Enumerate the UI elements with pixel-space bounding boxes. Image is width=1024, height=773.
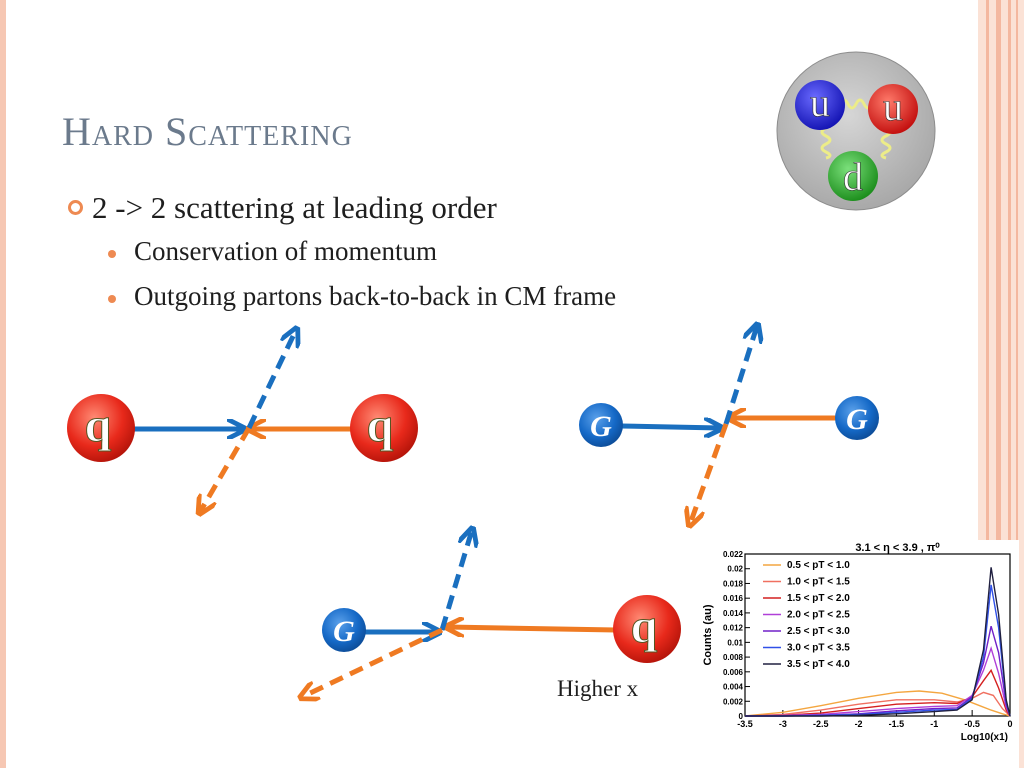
bullet-ring-icon	[68, 200, 83, 215]
legend-entry: 0.5 < pT < 1.0	[787, 560, 850, 571]
incoming-left-arrow	[620, 426, 720, 428]
right-frame-stripe-3	[1008, 0, 1011, 768]
quark-label: u	[810, 80, 830, 125]
legend-entry: 3.5 < pT < 4.0	[787, 659, 850, 670]
x-tick-label: -2	[855, 719, 863, 729]
y-tick-label: 0.002	[723, 697, 744, 706]
y-axis-label: Counts (au)	[702, 604, 714, 665]
parton-label: q	[85, 399, 112, 452]
parton-label: G	[590, 410, 612, 443]
chart-title: 3.1 < η < 3.9 , π⁰	[855, 542, 940, 554]
legend-entry: 1.5 < pT < 2.0	[787, 593, 850, 604]
slide-title: Hard Scattering	[62, 109, 353, 154]
sub-bullet-text: Conservation of momentum	[134, 236, 437, 266]
outgoing-up-arrow	[439, 530, 472, 631]
y-tick-label: 0.016	[723, 594, 744, 603]
gluon-ball	[322, 608, 366, 652]
parton-label: G	[846, 403, 868, 436]
y-tick-label: 0.012	[723, 624, 744, 633]
up-quark-blue	[795, 80, 845, 130]
right-frame-stripe-2	[996, 0, 1001, 768]
incoming-right-arrow	[448, 627, 617, 630]
legend-entry: 2.0 < pT < 2.5	[787, 610, 850, 621]
series-line	[744, 646, 1011, 717]
right-frame-stripe-1	[986, 0, 989, 768]
y-tick-label: 0.006	[723, 668, 744, 677]
y-tick-label: 0.02	[727, 565, 743, 574]
higher-x-caption: Higher x	[557, 676, 639, 701]
proton-graphic: u u d	[776, 51, 936, 211]
y-tick-label: 0.022	[723, 550, 744, 559]
legend-entry: 1.0 < pT < 1.5	[787, 577, 850, 588]
quark-ball	[350, 394, 418, 462]
y-tick-label: 0.004	[723, 683, 744, 692]
x-tick-label: -3	[779, 719, 787, 729]
outgoing-up-arrow	[723, 326, 757, 425]
down-quark-green	[828, 151, 878, 201]
series-line	[744, 690, 1011, 717]
scattering-diagram-gg: G G	[579, 326, 879, 524]
quark-ball	[613, 595, 681, 663]
parton-label: q	[367, 399, 394, 452]
y-tick-label: 0	[739, 712, 744, 721]
bullet-dot-icon	[108, 250, 116, 258]
legend-entry: 2.5 < pT < 3.0	[787, 626, 850, 637]
x-tick-label: -3.5	[737, 719, 753, 729]
plot-frame	[744, 553, 1011, 717]
x-axis-label: Log10(x1)	[961, 732, 1008, 743]
x-tick-label: -2.5	[813, 719, 829, 729]
bullet-dot-icon	[108, 295, 116, 303]
series-line	[744, 668, 1011, 717]
x-tick-label: -1.5	[889, 719, 905, 729]
outgoing-down-arrow	[200, 426, 252, 512]
gluon-ball	[835, 396, 879, 440]
gluon-ball	[579, 403, 623, 447]
outgoing-down-arrow	[302, 627, 444, 697]
right-frame-stripe-4	[1016, 0, 1018, 768]
gluon-spring-left	[820, 126, 832, 160]
y-tick-label: 0.008	[723, 653, 744, 662]
y-tick-label: 0.014	[723, 609, 744, 618]
series-line	[744, 691, 1011, 717]
scattering-diagram-gq: G q	[302, 530, 681, 697]
quark-ball	[67, 394, 135, 462]
up-quark-red	[868, 84, 918, 134]
scattering-diagram-qq: q q	[67, 330, 418, 512]
outgoing-down-arrow	[690, 423, 729, 524]
x1-distribution-chart: 3.1 < η < 3.9 , π⁰ 0 0.002 0.004 0.006 0.008 0…	[702, 542, 1013, 743]
left-frame-bar	[0, 0, 6, 768]
main-bullet-text: 2 -> 2 scattering at leading order	[92, 190, 497, 225]
gluon-spring-top	[838, 98, 874, 110]
quark-label: u	[883, 84, 903, 129]
legend-entry: 3.0 < pT < 3.5	[787, 643, 850, 654]
parton-label: q	[631, 600, 658, 653]
parton-label: G	[333, 615, 355, 648]
y-tick-label: 0.018	[723, 579, 744, 588]
quark-label: d	[843, 154, 863, 199]
sub-bullet-text: Outgoing partons back-to-back in CM fram…	[134, 281, 617, 311]
series-line	[745, 567, 1011, 717]
x1-distribution-plot: 3.1 < η < 3.9 , π⁰ 0 0.002 0.004 0.006 0.008 0…	[695, 540, 1019, 768]
x-tick-label: -0.5	[964, 719, 980, 729]
x-tick-label: -1	[930, 719, 938, 729]
outgoing-up-arrow	[246, 330, 296, 430]
y-tick-label: 0.01	[727, 638, 743, 647]
x-tick-label: 0	[1007, 719, 1012, 729]
